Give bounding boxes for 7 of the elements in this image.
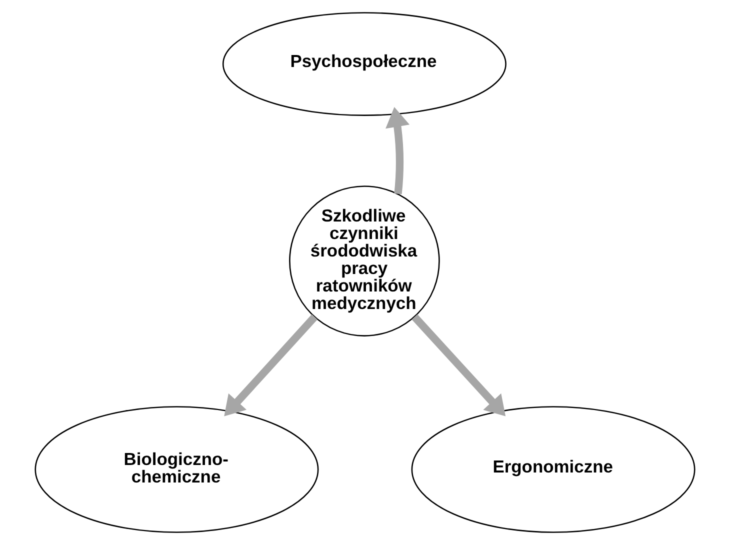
arrow <box>385 107 410 194</box>
arrow <box>411 314 506 416</box>
node-ellipse: Psychospołeczne <box>222 12 506 116</box>
node-circle: Szkodliwe czynniki środodwiska pracy ratowników medycznych <box>288 186 440 336</box>
node-ellipse: Ergonomiczne <box>410 406 695 533</box>
node-ellipse: Biologiczno- chemiczne <box>34 406 318 533</box>
arrow <box>224 314 317 416</box>
